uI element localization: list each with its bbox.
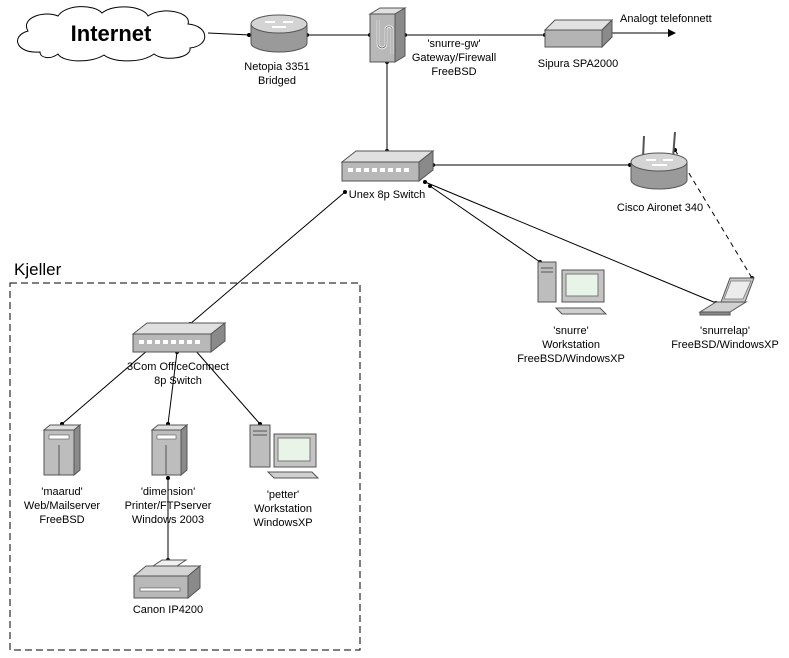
snurrelap-os: FreeBSD/WindowsXP [671,339,779,351]
link-unex-snurrelap [424,181,717,304]
router-icon [250,14,308,53]
link-unex-snurre [429,185,541,263]
switch-icon [131,321,227,354]
netopia-name: Netopia 3351 [244,61,309,73]
officeconnect-ports: 8p Switch [154,375,202,387]
server-icon [42,423,82,477]
snurre-hostname: 'snurre' [553,325,588,337]
internet-cloud-icon [17,6,206,62]
gateway-os: FreeBSD [431,66,476,78]
kjeller-boundary [9,282,361,651]
petter-hostname: 'petter' [267,489,299,501]
voip-adapter-icon [543,18,614,49]
snurre-os: FreeBSD/WindowsXP [517,353,625,365]
gateway-hostname: 'snurre-gw' [427,38,480,50]
printer-name: Canon IP4200 [133,604,203,616]
aironet-name: Cisco Aironet 340 [617,202,703,214]
printer-icon [132,559,202,600]
snurrelap-hostname: 'snurrelap' [700,325,750,337]
kjeller-label: Kjeller [14,260,62,279]
link-internet-netopia [207,32,251,36]
workstation-icon [537,261,608,315]
maarud-os: FreeBSD [39,514,84,526]
petter-os: WindowsXP [253,517,312,529]
dimension-role: Printer/FTPserver [125,500,212,512]
firewall-icon [368,7,407,63]
netopia-mode: Bridged [258,75,296,87]
maarud-role: Web/Mailserver [24,500,101,512]
phone-line-label: Analogt telefonnett [620,13,712,25]
unex-name: Unex 8p Switch [349,189,425,201]
switch-icon [340,149,435,183]
dimension-os: Windows 2003 [132,514,204,526]
phone-arrow-icon [668,29,676,37]
link-unex-officeconnect [189,191,346,325]
link-oc-dimension [167,351,178,425]
petter-role: Workstation [254,503,312,515]
wireless-access-point-icon [630,131,688,190]
gateway-role: Gateway/Firewall [412,52,496,64]
internet-label: Internet [71,21,152,46]
link-oc-maarud [61,349,149,425]
link-aironet-snurrelap-wireless [674,149,753,279]
snurre-role: Workstation [542,339,600,351]
server-icon [150,423,189,477]
maarud-hostname: 'maarud' [41,486,83,498]
dimension-hostname: 'dimension' [141,486,195,498]
connections [60,29,754,562]
officeconnect-name: 3Com OfficeConnect [127,361,229,373]
laptop-icon [698,277,755,316]
sipura-name: Sipura SPA2000 [538,58,619,70]
link-oc-petter [194,349,261,425]
workstation-icon [249,424,320,479]
